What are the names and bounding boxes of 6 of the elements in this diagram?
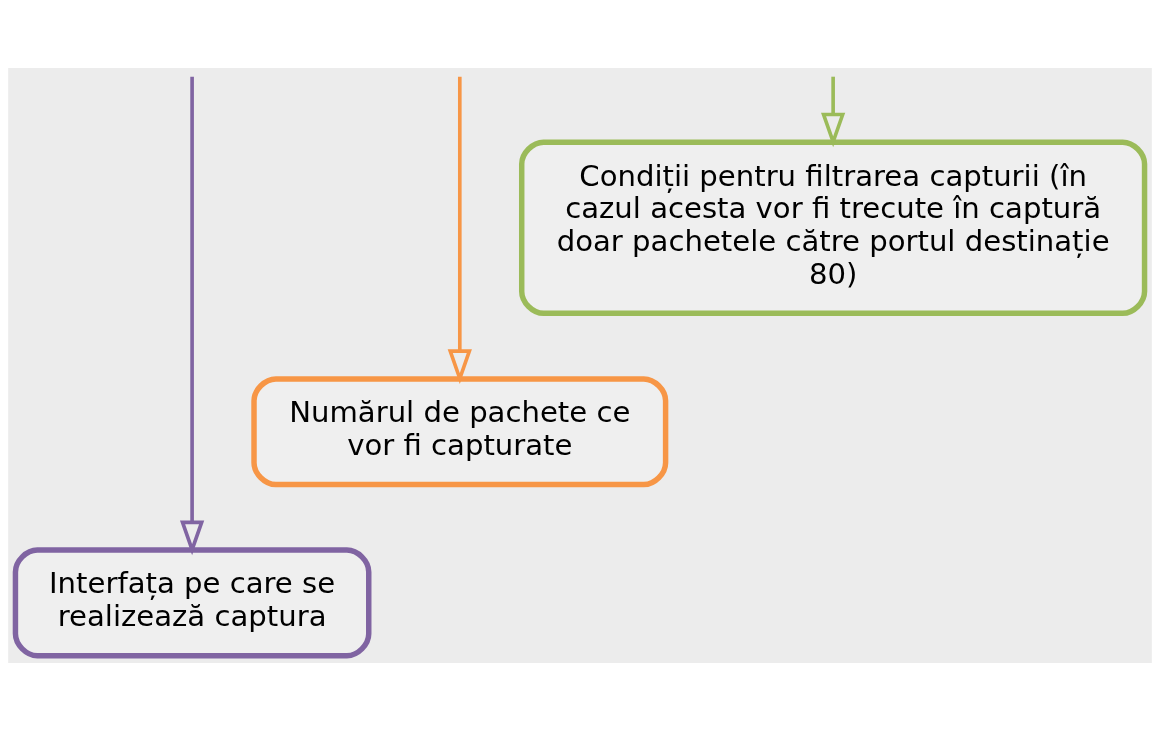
node-box: Condiții pentru filtrarea capturii (în cazul acesta vor fi trecute în captură doar pachetele către portul destinație 80) — [519, 138, 1148, 316]
arrow — [821, 76, 846, 147]
arrow — [447, 76, 472, 384]
node-box: Numărul de pachete ce vor fi capturate — [251, 375, 669, 487]
node-box: Interfața pe care se realizează captura — [12, 546, 372, 658]
arrow — [179, 76, 205, 555]
